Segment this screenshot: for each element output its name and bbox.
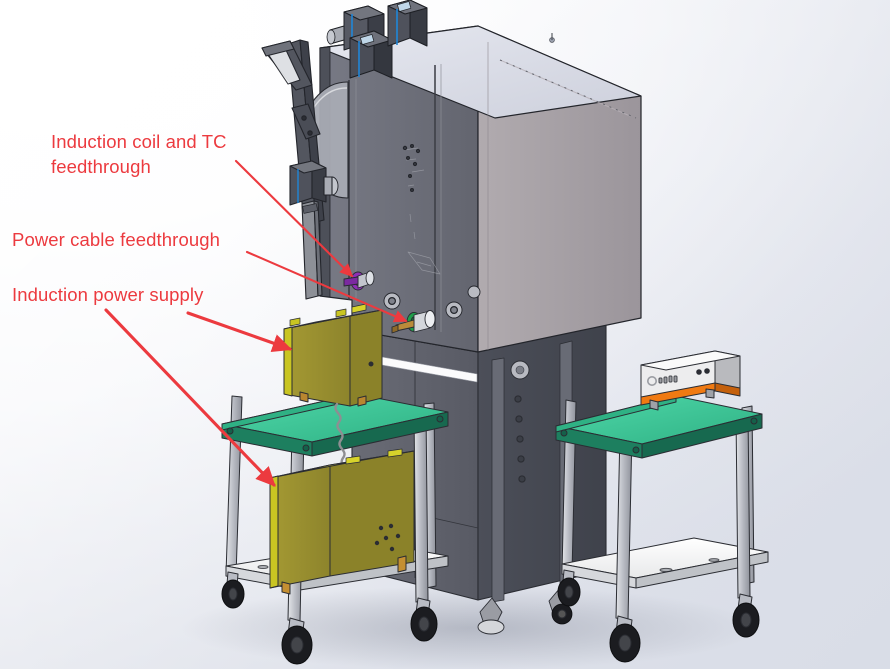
door-swing-arm <box>261 39 349 300</box>
induction-power-supply-upper <box>283 303 383 407</box>
arrow-induction-power-supply-upper <box>186 311 293 352</box>
arrow-power-cable-feedthrough <box>245 250 408 323</box>
arrow-induction-power-supply-lower <box>104 308 276 487</box>
feedthrough-induction-coil-tc <box>343 270 375 291</box>
cart-right <box>555 395 769 663</box>
vacuum-gauge-modules <box>326 0 428 79</box>
vacuum-furnace-chamber <box>319 25 642 353</box>
annotation-label-power-cable-feedthrough: Power cable feedthrough <box>12 229 220 250</box>
annotation-label-induction-coil-tc-feedthrough: Induction coil and TC feedthrough <box>51 131 227 177</box>
arrow-induction-coil-tc-feedthrough <box>234 159 354 278</box>
annotation-label-induction-power-supply: Induction power supply <box>12 284 204 305</box>
controller-instrument-box <box>640 350 741 411</box>
induction-power-supply-lower <box>269 448 415 595</box>
annotation-arrows <box>104 159 408 487</box>
